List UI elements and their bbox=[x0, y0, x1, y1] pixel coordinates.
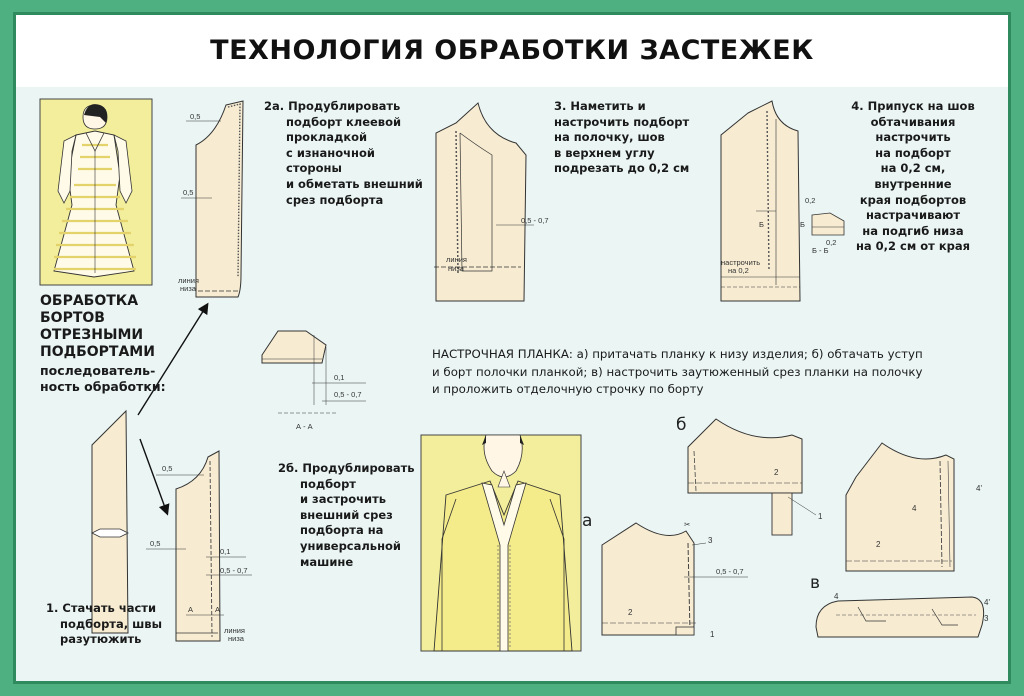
section-caption: ОБРАБОТКА БОРТОВ ОТРЕЗНЫМИ ПОДБОРТАМИ bbox=[40, 293, 155, 360]
num-4p-v: 4' bbox=[984, 598, 990, 607]
label-na02: на 0,2 bbox=[728, 266, 749, 275]
step-3-text: 3. Наметить и настрочить подборт на поло… bbox=[554, 99, 690, 176]
num-1-a: 1 bbox=[710, 630, 715, 639]
label-02-bb: 0,2 bbox=[826, 238, 836, 247]
dim-05-2a-top: 0,5 bbox=[190, 112, 200, 121]
dim-05-07-step3: 0,5 - 0,7 bbox=[521, 216, 549, 225]
section-aa-diagram: 0,1 0,5 - 0,7 А - А bbox=[261, 330, 366, 431]
front-step4: 0,2 Б Б настрочить на 0,2 Б - Б 0,2 bbox=[720, 100, 845, 302]
title-band: ТЕХНОЛОГИЯ ОБРАБОТКИ ЗАСТЕЖЕК bbox=[16, 15, 1008, 87]
num-1-b: 1 bbox=[818, 512, 823, 521]
num-4-right: 4 bbox=[912, 504, 917, 513]
front-step3: линия низа 0,5 - 0,7 bbox=[434, 102, 549, 302]
dim-05-07-aa: 0,5 - 0,7 bbox=[334, 390, 362, 399]
step-4-text: 4. Припуск на шов обтачивания настрочить… bbox=[851, 99, 975, 254]
scissors-icon: ✂ bbox=[684, 520, 691, 529]
label-section-aa: А - А bbox=[296, 422, 313, 431]
dim-05-2a-side: 0,5 bbox=[183, 188, 193, 197]
letter-b: б bbox=[676, 415, 687, 435]
label-b-left: Б bbox=[759, 220, 764, 229]
dim-02-step4: 0,2 bbox=[805, 196, 815, 205]
letter-v: в bbox=[810, 573, 821, 593]
num-4p-right: 4' bbox=[976, 484, 982, 493]
num-4-v: 4 bbox=[834, 592, 839, 601]
poster-panel: ТЕХНОЛОГИЯ ОБРАБОТКИ ЗАСТЕЖЕК bbox=[13, 12, 1011, 684]
label-liniya-2b: линия bbox=[224, 626, 245, 635]
step-1-text: 1. Стачать части подборта, швы разутюжит… bbox=[46, 601, 162, 647]
placket-text: НАСТРОЧНАЯ ПЛАНКА: а) притачать планку к… bbox=[432, 347, 923, 396]
dim-05-07-2b: 0,5 - 0,7 bbox=[220, 566, 248, 575]
step-2a-text: 2а. Продублировать подборт клеевой прокл… bbox=[264, 99, 423, 207]
facing-2a: 0,5 0,5 линия низа bbox=[178, 100, 244, 298]
num-3-a: 3 bbox=[708, 536, 713, 545]
dim-01-2b: 0,1 bbox=[220, 547, 230, 556]
step-2b-text: 2б. Продублировать подборт и застрочить … bbox=[278, 461, 415, 569]
section-subcaption: последователь- ность обработки: bbox=[40, 363, 166, 394]
facing-step1 bbox=[91, 302, 209, 634]
placket-v: 4 4' 3 bbox=[815, 592, 990, 638]
dim-05-07-a: 0,5 - 0,7 bbox=[716, 567, 744, 576]
label-b-right: Б bbox=[800, 220, 805, 229]
label-niza-2a: низа bbox=[180, 284, 197, 293]
num-2-right: 2 bbox=[876, 540, 881, 549]
placket-right: 4 4' 2 bbox=[845, 442, 982, 572]
label-a-left: А bbox=[188, 605, 193, 614]
dim-05-2b-side: 0,5 bbox=[150, 539, 160, 548]
label-nastrochit: настрочить bbox=[721, 258, 760, 267]
placket-a: 2 3 1 0,5 - 0,7 ✂ bbox=[601, 520, 748, 639]
placket-b: 2 1 bbox=[687, 418, 823, 536]
label-niza-2b: низа bbox=[228, 634, 245, 643]
label-liniya-3: линия bbox=[446, 255, 467, 264]
dress-illustration bbox=[39, 98, 153, 286]
label-liniya-2a: линия bbox=[178, 276, 199, 285]
jacket-illustration bbox=[420, 434, 582, 652]
num-2-b: 2 bbox=[774, 468, 779, 477]
diagrams: 0,5 0,5 линия низа линия низа 0,5 - 0,7 … bbox=[39, 98, 990, 652]
label-section-bb: Б - Б bbox=[812, 246, 829, 255]
label-a-right: А bbox=[215, 605, 220, 614]
facing-2b: 0,5 0,5 0,1 0,5 - 0,7 А А линия низа bbox=[146, 450, 252, 643]
dim-01-aa: 0,1 bbox=[334, 373, 344, 382]
page-title: ТЕХНОЛОГИЯ ОБРАБОТКИ ЗАСТЕЖЕК bbox=[210, 35, 814, 66]
label-niza-3: низа bbox=[448, 264, 465, 273]
num-3-v: 3 bbox=[984, 614, 989, 623]
num-2-a: 2 bbox=[628, 608, 633, 617]
dim-05-2b-top: 0,5 bbox=[162, 464, 172, 473]
letter-a: а bbox=[582, 511, 593, 531]
